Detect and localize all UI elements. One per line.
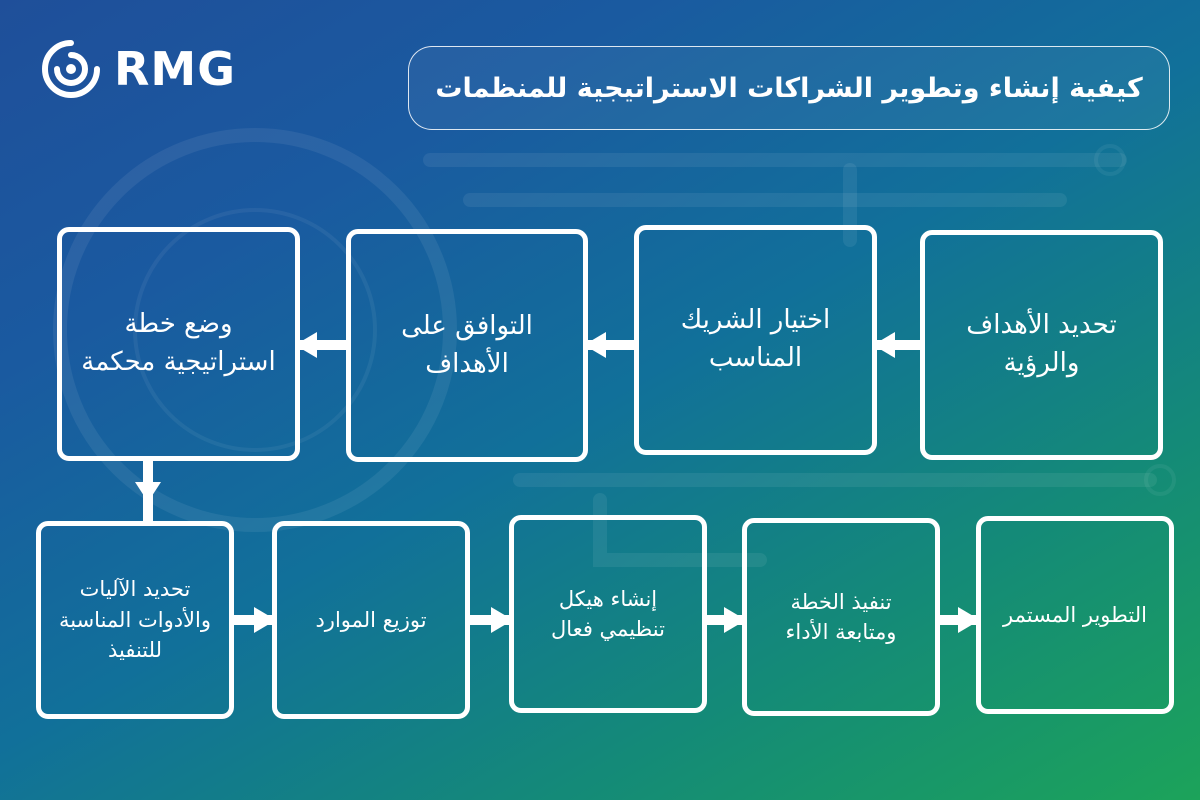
step-execute-monitor: تنفيذ الخطة ومتابعة الأداء (742, 518, 940, 716)
logo-ring-icon (42, 40, 100, 98)
step-select-partner: اختيار الشريك المناسب (634, 225, 877, 455)
arrow-head-icon (491, 607, 513, 633)
step-strategic-plan: وضع خطة استراتيجية محكمة (57, 227, 300, 461)
step-align-goals: التوافق على الأهداف (346, 229, 588, 462)
arrow-head-icon (135, 482, 161, 502)
brand-logo: RMG (38, 36, 236, 102)
step-tools-mechanisms: تحديد الآليات والأدوات المناسبة للتنفيذ (36, 521, 234, 719)
step-label: اختيار الشريك المناسب (680, 305, 831, 373)
step-label: التطوير المستمر (1003, 602, 1147, 627)
step-define-goals: تحديد الأهداف والرؤية (920, 230, 1163, 460)
arrow-head-icon (958, 607, 980, 633)
arrow-head-icon (254, 607, 276, 633)
step-org-structure: إنشاء هيكل تنظيمي فعال (509, 515, 707, 713)
step-label: تنفيذ الخطة ومتابعة الأداء (785, 589, 897, 644)
step-resource-allocation: توزيع الموارد (272, 521, 470, 719)
arrow-head-icon (295, 332, 317, 358)
step-continuous-development: التطوير المستمر (976, 516, 1174, 714)
step-label: وضع خطة استراتيجية محكمة (81, 309, 276, 377)
step-label: تحديد الآليات والأدوات المناسبة للتنفيذ (58, 577, 212, 663)
arrow-head-icon (873, 332, 895, 358)
step-label: إنشاء هيكل تنظيمي فعال (551, 586, 665, 641)
arrow-head-icon (584, 332, 606, 358)
step-label: تحديد الأهداف والرؤية (966, 310, 1117, 378)
page-title: كيفية إنشاء وتطوير الشراكات الاستراتيجية… (408, 46, 1170, 130)
brand-name: RMG (114, 42, 236, 96)
step-label: توزيع الموارد (315, 607, 427, 632)
step-label: التوافق على الأهداف (401, 310, 533, 379)
arrow-head-icon (724, 607, 746, 633)
